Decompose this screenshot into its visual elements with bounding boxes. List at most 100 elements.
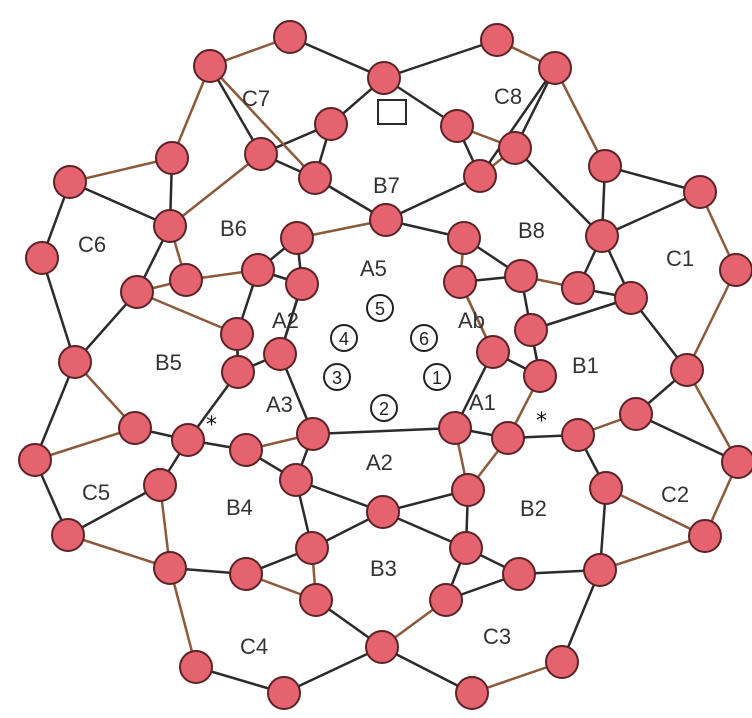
atom-node: [561, 271, 595, 305]
star-marker-right: *: [536, 409, 547, 434]
atom-node: [583, 553, 617, 587]
ring-label-c6: C6: [78, 232, 106, 257]
atom-node: [670, 353, 704, 387]
marker-1: 1: [423, 363, 451, 391]
atom-node: [447, 221, 481, 255]
bond-edge: [34, 426, 136, 462]
bond-edge: [289, 35, 385, 80]
marker-6-label: 6: [419, 329, 429, 349]
atom-node: [169, 263, 203, 297]
atom-node: [545, 645, 579, 679]
ring-label-a6: Ab: [458, 308, 485, 333]
bond-edge: [685, 369, 740, 463]
atom-node: [721, 445, 752, 479]
atom-node: [267, 676, 301, 710]
bond-edge: [67, 483, 161, 537]
atom-node: [118, 411, 152, 445]
atom-node: [514, 313, 548, 347]
ring-label-c8: C8: [494, 84, 522, 109]
atom-node: [504, 259, 538, 293]
bond-edge: [209, 65, 316, 179]
marker-5: 5: [366, 294, 394, 322]
bond-edge: [635, 412, 739, 464]
atom-node: [314, 107, 348, 141]
bond-edge: [599, 534, 706, 572]
atom-node: [280, 221, 314, 255]
atom-node: [220, 317, 254, 351]
atom-node: [366, 495, 400, 529]
atom-node: [296, 417, 330, 451]
star-marker-left: *: [206, 413, 217, 438]
atom-node: [476, 335, 510, 369]
ring-label-c5: C5: [82, 480, 110, 505]
bond-edge: [33, 361, 77, 461]
marker-4: 4: [330, 324, 358, 352]
bond-edge: [383, 38, 498, 80]
atom-node: [561, 418, 595, 452]
atom-node: [438, 411, 472, 445]
atom-node: [455, 676, 489, 710]
bond-edge: [168, 567, 198, 668]
bond-edge: [69, 180, 171, 228]
bond-edge: [685, 269, 738, 371]
ring-labels: A1 A2 A3 A2 A5 Ab B1 B2 B3 B4 B5 B6 B7 B…: [78, 84, 694, 659]
atom-node: [229, 433, 263, 467]
atom-node: [58, 345, 92, 379]
atom-node: [285, 267, 319, 301]
bond-edge: [514, 147, 603, 237]
bond-edge: [601, 190, 701, 238]
ring-label-a3: A3: [266, 392, 293, 417]
ring-label-b6: B6: [220, 216, 247, 241]
atom-node: [589, 471, 623, 505]
atom-node: [18, 443, 52, 477]
atom-node: [153, 551, 187, 585]
atom-node: [365, 630, 399, 664]
atom-node: [443, 265, 477, 299]
atom-node: [120, 275, 154, 309]
bond-edge: [530, 296, 632, 332]
square-marker: [377, 99, 407, 125]
ring-label-a2: A2: [366, 450, 393, 475]
atom-node: [273, 20, 307, 54]
marker-5-label: 5: [375, 299, 385, 319]
marker-4-label: 4: [339, 329, 349, 349]
atom-node: [719, 253, 752, 287]
atom-node: [429, 583, 463, 617]
bond-edge: [283, 645, 383, 695]
atom-node: [171, 423, 205, 457]
ring-label-b4: B4: [226, 495, 253, 520]
atom-node: [229, 557, 263, 591]
atom-node: [295, 531, 329, 565]
atom-node: [51, 518, 85, 552]
marker-3: 3: [323, 363, 351, 391]
atom-node: [53, 165, 87, 199]
atom-node: [538, 51, 572, 85]
ring-label-b5: B5: [155, 350, 182, 375]
bond-edge: [67, 533, 171, 570]
atom-node: [449, 531, 483, 565]
atom-node: [440, 109, 474, 143]
atom-nodes: [18, 20, 752, 710]
atom-node: [502, 557, 536, 591]
atom-node: [369, 203, 403, 237]
ring-label-c2: C2: [661, 482, 689, 507]
atom-node: [683, 175, 717, 209]
bond-edge: [136, 290, 238, 336]
ring-label-a4: A2: [272, 308, 299, 333]
atom-node: [143, 468, 177, 502]
marker-6: 6: [410, 324, 438, 352]
bond-edge: [553, 67, 607, 167]
ring-label-c1: C1: [666, 246, 694, 271]
atom-node: [588, 149, 622, 183]
atom-node: [221, 355, 255, 389]
bond-edge: [385, 174, 481, 222]
bond-edge: [478, 67, 557, 177]
ring-label-c7: C7: [242, 86, 270, 111]
bond-edge: [169, 153, 262, 227]
atom-node: [523, 359, 557, 393]
atom-node: [244, 137, 278, 171]
atom-node: [279, 463, 313, 497]
marker-2-label: 2: [379, 399, 389, 419]
